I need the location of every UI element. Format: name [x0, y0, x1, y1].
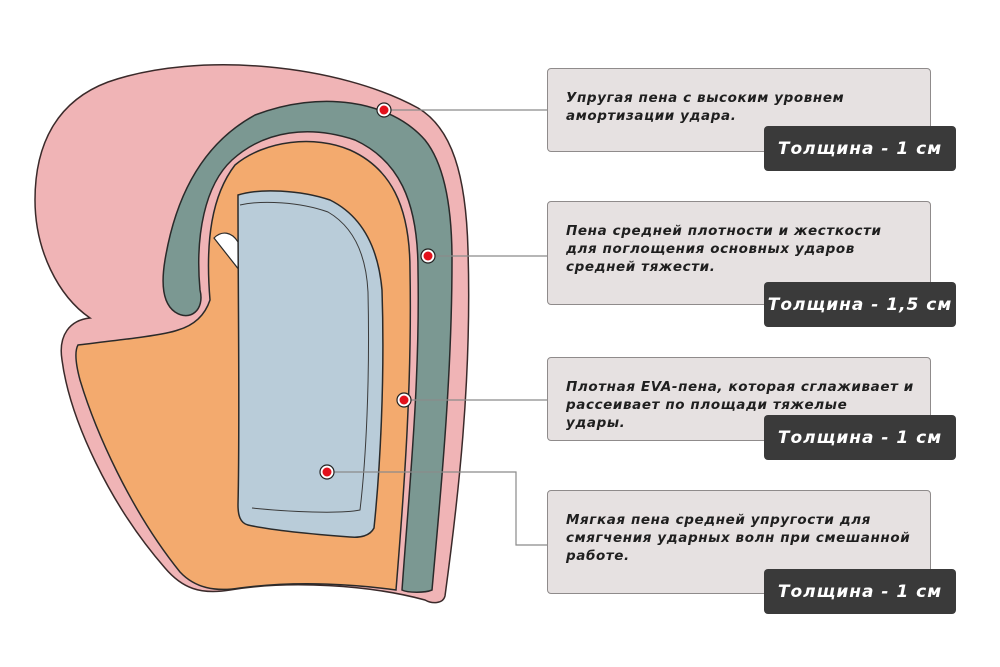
thickness-badge-2: Толщина - 1,5 см	[764, 282, 956, 327]
marker-1	[376, 102, 392, 118]
thickness-badge-4: Толщина - 1 см	[764, 569, 956, 614]
callout-3-description: Плотная EVA-пена, которая сглаживает и р…	[566, 379, 914, 431]
callout-4-description: Мягкая пена средней упругости для смягче…	[566, 512, 911, 564]
inner-foam-edge	[239, 201, 370, 513]
inner-foam-layer	[237, 190, 384, 538]
middle-foam-layer	[162, 100, 453, 593]
leader-line-4	[327, 471, 547, 546]
thickness-badge-1: Толщина - 1 см	[764, 126, 956, 171]
callout-2-description: Пена средней плотности и жесткости для п…	[566, 223, 882, 275]
marker-4	[319, 464, 335, 480]
thickness-badge-3: Толщина - 1 см	[764, 415, 956, 460]
marker-3	[396, 392, 412, 408]
marker-2	[420, 248, 436, 264]
callout-1-description: Упругая пена с высоким уровнем амортизац…	[566, 90, 845, 124]
